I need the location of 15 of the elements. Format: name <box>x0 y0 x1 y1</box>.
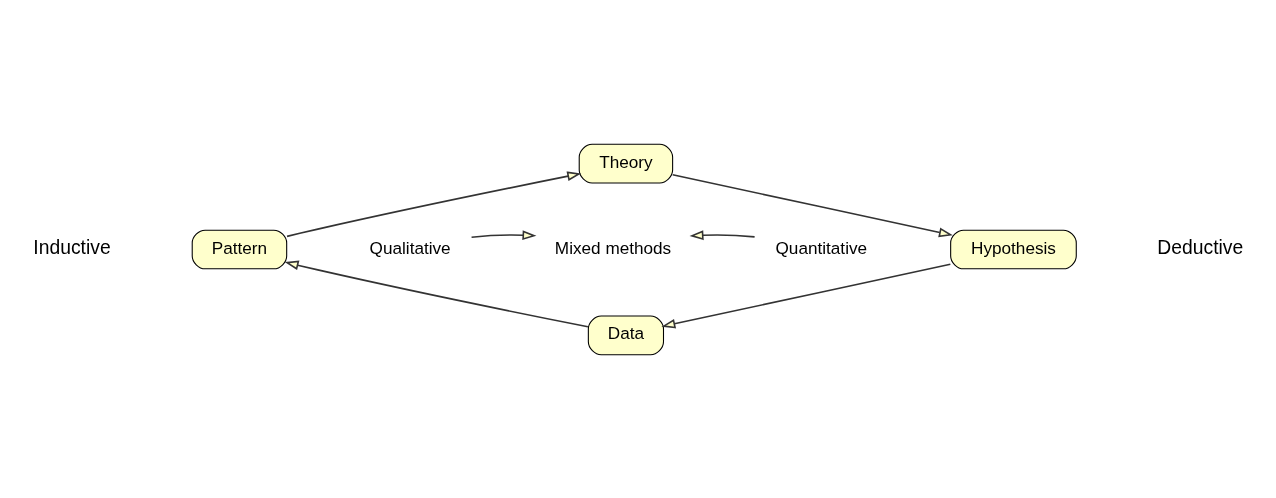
arrow <box>286 170 582 237</box>
node-box: Theory <box>578 143 674 183</box>
node-box: Pattern <box>191 229 288 269</box>
node-text: Qualitative <box>369 237 451 258</box>
label: Deductive <box>1157 236 1244 258</box>
arrow <box>284 260 589 328</box>
arrow <box>470 229 537 240</box>
arrow <box>661 262 952 328</box>
node-text: Mixed methods <box>554 237 672 258</box>
node-box: Hypothesis <box>950 229 1077 269</box>
label: Inductive <box>33 236 111 258</box>
arrow <box>671 173 953 237</box>
arrow <box>689 229 756 240</box>
node-text: Quantitative <box>775 237 868 258</box>
node-box: Data <box>587 315 665 355</box>
